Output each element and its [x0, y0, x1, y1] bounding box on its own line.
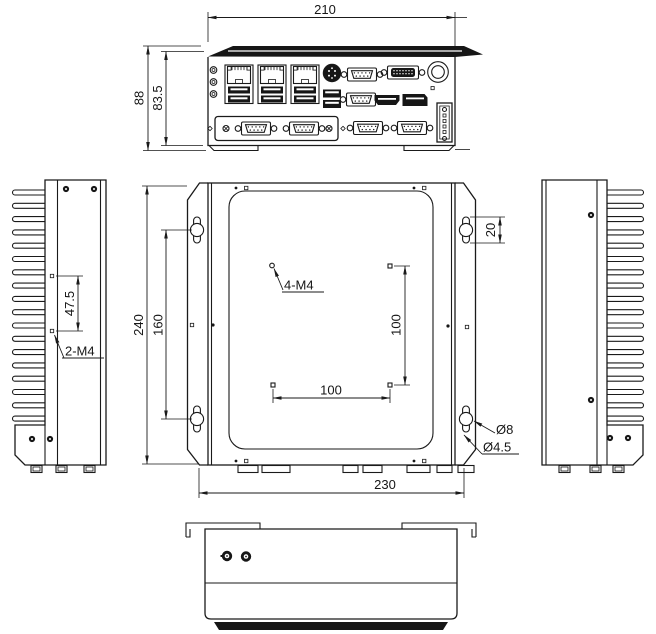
keyhole-bottom-left — [189, 405, 205, 433]
top-cover-outline — [204, 528, 458, 620]
base-small-holes — [189, 185, 470, 464]
label-text-4-m4: 4-M4 — [284, 278, 314, 293]
displayport — [402, 94, 428, 106]
lan1-rj45-usb — [224, 64, 254, 105]
base-cover-contour — [228, 190, 434, 450]
dim-base-width: 230 — [198, 468, 465, 498]
dim-text-160: 160 — [151, 314, 166, 336]
connector-foot — [30, 464, 43, 474]
dim-keyhole-spacing: 160 — [151, 229, 192, 420]
label-text-dia45: Ø4.5 — [483, 440, 511, 455]
connector-foot — [612, 464, 625, 474]
com-port-6 — [390, 120, 434, 136]
dim-keyhole-slot: 20 — [470, 216, 505, 244]
antenna-connector — [220, 550, 233, 562]
screw — [587, 396, 595, 404]
left-side-view: 47.5 2-M4 — [11, 179, 107, 474]
led-indicators — [209, 66, 218, 98]
label-text-dia8: Ø8 — [496, 422, 513, 437]
com-expansion-plate — [207, 115, 346, 142]
com-port-4 — [282, 121, 326, 136]
lan3-rj45-usb — [290, 64, 320, 105]
screw — [624, 434, 632, 442]
screw — [606, 434, 614, 442]
base-mounting-view: 4-M4 100 100 240 160 20 — [131, 182, 519, 498]
right-side-view — [541, 179, 645, 474]
dim-text-47-5: 47.5 — [62, 291, 77, 316]
label-2-m4: 2-M4 — [54, 334, 104, 359]
terminal-block — [436, 102, 453, 143]
heatsink-fins-right — [607, 189, 645, 422]
screw — [62, 185, 70, 193]
thread-hole — [49, 273, 55, 279]
dim-text-83-5: 83.5 — [150, 85, 165, 110]
dim-text-240: 240 — [131, 314, 146, 336]
screw — [28, 435, 36, 443]
wing-flange-left — [185, 522, 261, 538]
ps2-port — [322, 63, 342, 83]
keyhole-top-left — [189, 216, 205, 244]
dim-vesa-horizontal: 100 — [272, 383, 391, 403]
screw — [587, 211, 595, 219]
keyhole-bottom-right — [458, 405, 474, 433]
dim-text-20: 20 — [483, 223, 498, 237]
right-side-outline — [541, 179, 644, 466]
thread-hole — [49, 328, 55, 334]
dim-front-width: 210 — [207, 2, 467, 52]
base-body-outline — [207, 182, 456, 466]
com-port-3 — [234, 121, 278, 136]
label-keyhole-dias: Ø8 Ø4.5 — [463, 420, 519, 455]
dim-front-heights: 88 83.5 — [132, 45, 206, 151]
base-bottom-connectors — [237, 464, 475, 474]
dvi-port — [380, 65, 426, 80]
label-4-m4: 4-M4 — [273, 268, 324, 293]
reset-hole — [430, 86, 435, 91]
lan2-rj45-usb — [257, 64, 287, 105]
front-panel-view: 210 88 83.5 — [132, 2, 483, 152]
com-port-5 — [346, 120, 390, 136]
front-foot-right — [403, 144, 456, 152]
dim-side-hole-spacing: 47.5 — [56, 275, 83, 332]
hdmi-port — [374, 95, 400, 105]
connector-foot — [83, 464, 96, 474]
power-jack — [427, 61, 449, 83]
mounting-flange-left — [186, 182, 208, 466]
top-cover-gasket-band — [214, 622, 448, 630]
connector-foot — [558, 464, 571, 474]
dim-text-230: 230 — [374, 477, 396, 492]
dim-text-210: 210 — [314, 2, 336, 17]
antenna-connector — [240, 551, 252, 562]
connector-foot — [589, 464, 602, 474]
left-side-outline — [14, 179, 107, 466]
front-ports — [207, 61, 453, 143]
screw — [46, 435, 54, 443]
keyhole-top-right — [458, 216, 474, 244]
com-port-1 — [340, 67, 384, 82]
label-text-2-m4: 2-M4 — [65, 344, 95, 359]
wing-flange-right — [401, 522, 477, 538]
vesa-holes — [269, 262, 393, 388]
dim-text-100h: 100 — [320, 383, 342, 398]
dim-base-height: 240 — [131, 185, 199, 465]
screw — [90, 185, 98, 193]
heatsink-fins-left — [11, 189, 45, 422]
dim-text-100v: 100 — [389, 314, 404, 336]
front-foot-left — [207, 144, 259, 152]
connector-foot — [55, 464, 68, 474]
front-chassis-outline — [207, 54, 456, 147]
dim-vesa-vertical: 100 — [389, 265, 410, 386]
top-cover-view — [185, 522, 477, 630]
usb-port-pair — [323, 89, 341, 108]
dim-text-88: 88 — [132, 91, 147, 105]
